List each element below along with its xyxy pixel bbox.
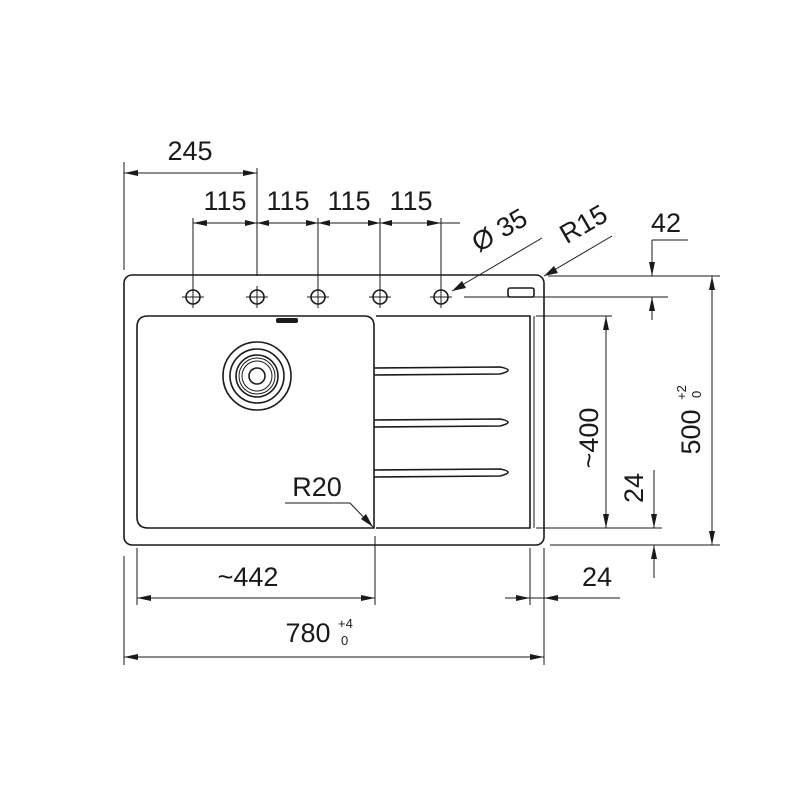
dim-overall-depth-label: 500 [676, 409, 706, 454]
overflow-slot [276, 318, 298, 323]
dim-tap-offset-label: 245 [167, 136, 212, 166]
dim-overall-width-tol-upper: +4 [338, 616, 353, 631]
sink-outer-outline [123, 274, 545, 546]
dim-tap-spacing-label: 115 [266, 186, 309, 216]
dim-bowl-radius-label: R20 [292, 472, 342, 502]
dim-overall-width: 780 +4 0 [285, 616, 352, 648]
drainer-groove [373, 366, 509, 376]
drain-strainer [222, 341, 292, 411]
sink-body [123, 274, 545, 546]
dimension-labels: 245 115 115 115 115 Ø 35 R15 42 R20 ~442… [167, 136, 706, 648]
dim-overall-width-label: 780 [285, 618, 330, 648]
dim-overall-depth-tol-lower: 0 [689, 391, 704, 398]
dim-corner-radius-label: R15 [555, 199, 613, 250]
dimension-lines [123, 162, 720, 665]
dim-bowl-width-label: ~442 [218, 562, 279, 592]
dim-overall-width-tol-lower: 0 [341, 633, 348, 648]
dim-overall-depth: 500 +2 0 [674, 385, 706, 454]
dim-bowl-depth-label: ~400 [574, 408, 604, 469]
sink-bowl-outline [136, 315, 375, 529]
dim-edge-offset-label: 42 [651, 208, 681, 238]
dim-right-margin-label: 24 [582, 562, 612, 592]
tap-holes [182, 286, 452, 308]
dim-overall-depth-tol-upper: +2 [674, 385, 689, 400]
drainer-area-outline [376, 315, 531, 529]
drainer-groove [373, 468, 509, 478]
dim-bottom-margin-label: 24 [619, 473, 649, 503]
dim-tap-spacing-label: 115 [327, 186, 370, 216]
drainer-groove [373, 418, 509, 428]
dim-tap-spacing-label: 115 [389, 186, 432, 216]
tap-hole-icon [246, 286, 268, 308]
dim-tap-spacing-label: 115 [203, 186, 246, 216]
waste-button [507, 287, 535, 298]
